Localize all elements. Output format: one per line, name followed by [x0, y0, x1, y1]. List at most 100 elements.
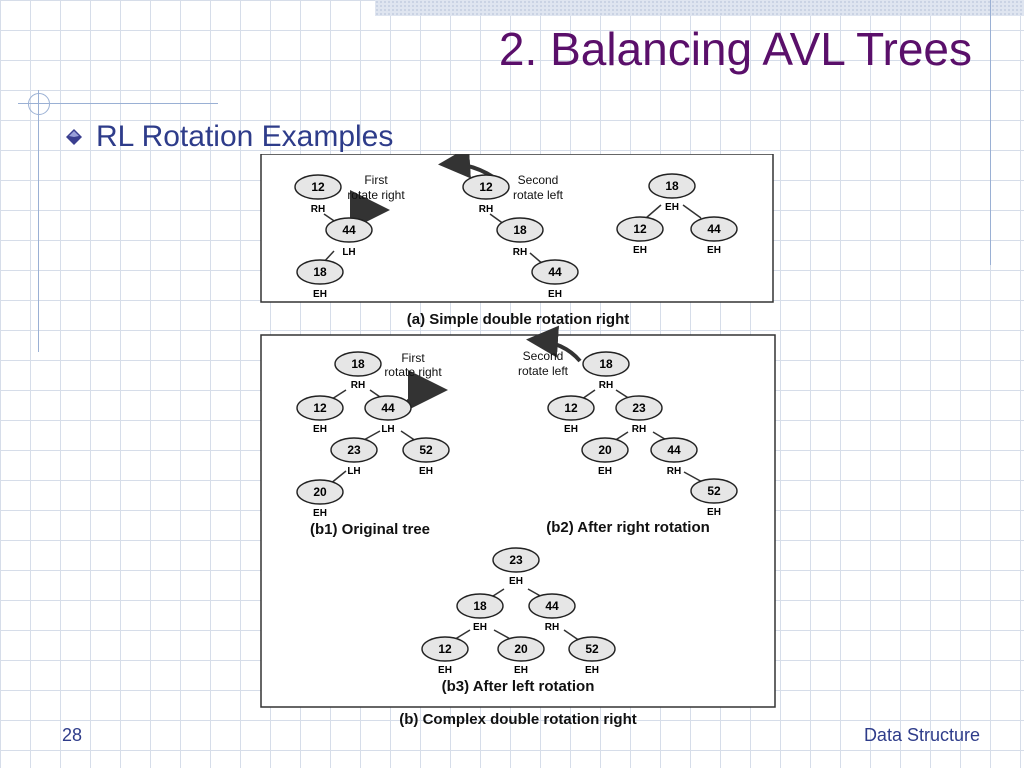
- rotation-note-line2: rotate left: [513, 188, 564, 202]
- tree-node: 44 EH: [531, 259, 579, 300]
- node-key: 20: [514, 642, 528, 656]
- node-balance: RH: [667, 466, 681, 477]
- node-balance: EH: [313, 424, 327, 435]
- tree-node: 18 EH: [648, 173, 696, 213]
- node-key: 52: [707, 484, 721, 498]
- node-balance: EH: [598, 466, 612, 477]
- node-key: 20: [313, 485, 327, 499]
- node-balance: RH: [479, 204, 493, 215]
- node-key: 12: [313, 401, 327, 415]
- rotation-note-line1: First: [401, 351, 425, 365]
- tree-node: 20 EH: [497, 636, 545, 676]
- node-balance: EH: [707, 507, 721, 518]
- tree-node: 18 RH: [496, 217, 544, 258]
- rotation-note-line1: First: [364, 173, 388, 187]
- node-balance: RH: [632, 424, 646, 435]
- node-key: 18: [473, 599, 487, 613]
- node-key: 44: [548, 265, 562, 279]
- node-balance: EH: [548, 289, 562, 300]
- node-key: 52: [585, 642, 599, 656]
- node-balance: LH: [347, 466, 360, 477]
- rotation-note-line1: Second: [523, 349, 564, 363]
- tree-node: 20 EH: [581, 437, 629, 477]
- node-key: 52: [419, 443, 433, 457]
- subcaption-b2: (b2) After right rotation: [546, 519, 710, 536]
- left-horizontal-decoration-line: [18, 103, 218, 104]
- node-balance: LH: [381, 424, 394, 435]
- node-key: 20: [598, 443, 612, 457]
- subcaption-b3: (b3) After left rotation: [442, 678, 595, 695]
- tree-node: 44 LH: [364, 395, 412, 435]
- tree-node: 12 EH: [421, 636, 469, 676]
- tree-node: 18 RH: [334, 351, 382, 391]
- node-key: 23: [509, 553, 523, 567]
- avl-rotation-diagram: First rotate right Second rotate left Fi…: [260, 154, 776, 728]
- node-balance: LH: [342, 247, 355, 258]
- tree-node: 52 EH: [690, 478, 738, 518]
- rotation-note-line2: rotate right: [347, 188, 405, 202]
- node-key: 44: [545, 599, 559, 613]
- tree-node: 52 EH: [568, 636, 616, 676]
- node-balance: RH: [599, 380, 613, 391]
- node-key: 18: [665, 179, 679, 193]
- node-key: 12: [479, 180, 493, 194]
- tree-node: 44 RH: [650, 437, 698, 477]
- node-balance: EH: [633, 245, 647, 256]
- tree-nodes: 12 RH 44 LH 18 EH 12 RH 18 RH: [294, 173, 738, 676]
- avl-rotation-figure: First rotate right Second rotate left Fi…: [258, 154, 782, 730]
- node-balance: EH: [564, 424, 578, 435]
- node-key: 18: [313, 265, 327, 279]
- node-balance: EH: [419, 466, 433, 477]
- tree-node: 20 EH: [296, 479, 344, 519]
- node-key: 44: [381, 401, 395, 415]
- node-key: 18: [599, 357, 613, 371]
- node-balance: RH: [545, 622, 559, 633]
- slide-title: 2. Balancing AVL Trees: [498, 23, 972, 75]
- node-key: 23: [632, 401, 646, 415]
- tree-node: 44 RH: [528, 593, 576, 633]
- tree-node: 52 EH: [402, 437, 450, 477]
- tree-node: 23 RH: [615, 395, 663, 435]
- panel-b-caption: (b) Complex double rotation right: [399, 711, 636, 728]
- node-key: 44: [707, 222, 721, 236]
- node-key: 44: [667, 443, 681, 457]
- rotation-note-line2: rotate left: [518, 364, 569, 378]
- right-decoration-line: [990, 0, 991, 265]
- node-balance: RH: [351, 380, 365, 391]
- bullet-item: RL Rotation Examples: [66, 120, 393, 154]
- node-balance: RH: [513, 247, 527, 258]
- tree-node: 44 LH: [325, 217, 373, 258]
- node-balance: EH: [438, 665, 452, 676]
- tree-edges: [321, 204, 705, 642]
- node-balance: EH: [313, 508, 327, 519]
- tree-node: 12 EH: [547, 395, 595, 435]
- node-key: 44: [342, 223, 356, 237]
- node-balance: EH: [585, 665, 599, 676]
- bullet-text: RL Rotation Examples: [96, 120, 394, 153]
- footer-text: Data Structure: [863, 725, 980, 745]
- node-balance: RH: [311, 204, 325, 215]
- node-key: 18: [351, 357, 365, 371]
- rotation-note-line2: rotate right: [384, 365, 442, 379]
- node-key: 12: [311, 180, 325, 194]
- tree-node: 18 EH: [456, 593, 504, 633]
- rotate-left-arrow: [526, 325, 582, 363]
- node-balance: EH: [665, 202, 679, 213]
- crosshair-circle-decoration: [28, 93, 50, 115]
- node-key: 12: [564, 401, 578, 415]
- subcaption-b1: (b1) Original tree: [310, 521, 430, 538]
- tree-node: 12 RH: [462, 174, 510, 215]
- tree-node: 12 RH: [294, 174, 342, 215]
- tree-node: 12 EH: [296, 395, 344, 435]
- panel-a-caption: (a) Simple double rotation right: [407, 311, 630, 328]
- top-decoration-bar: [375, 0, 1024, 16]
- tree-node: 18 RH: [582, 351, 630, 391]
- node-balance: EH: [313, 289, 327, 300]
- node-balance: EH: [707, 245, 721, 256]
- rotation-note-line1: Second: [518, 173, 559, 187]
- node-balance: EH: [509, 576, 523, 587]
- page-number: 28: [62, 725, 83, 745]
- tree-node: 12 EH: [616, 216, 664, 256]
- tree-node: 23 EH: [492, 547, 540, 587]
- node-key: 23: [347, 443, 361, 457]
